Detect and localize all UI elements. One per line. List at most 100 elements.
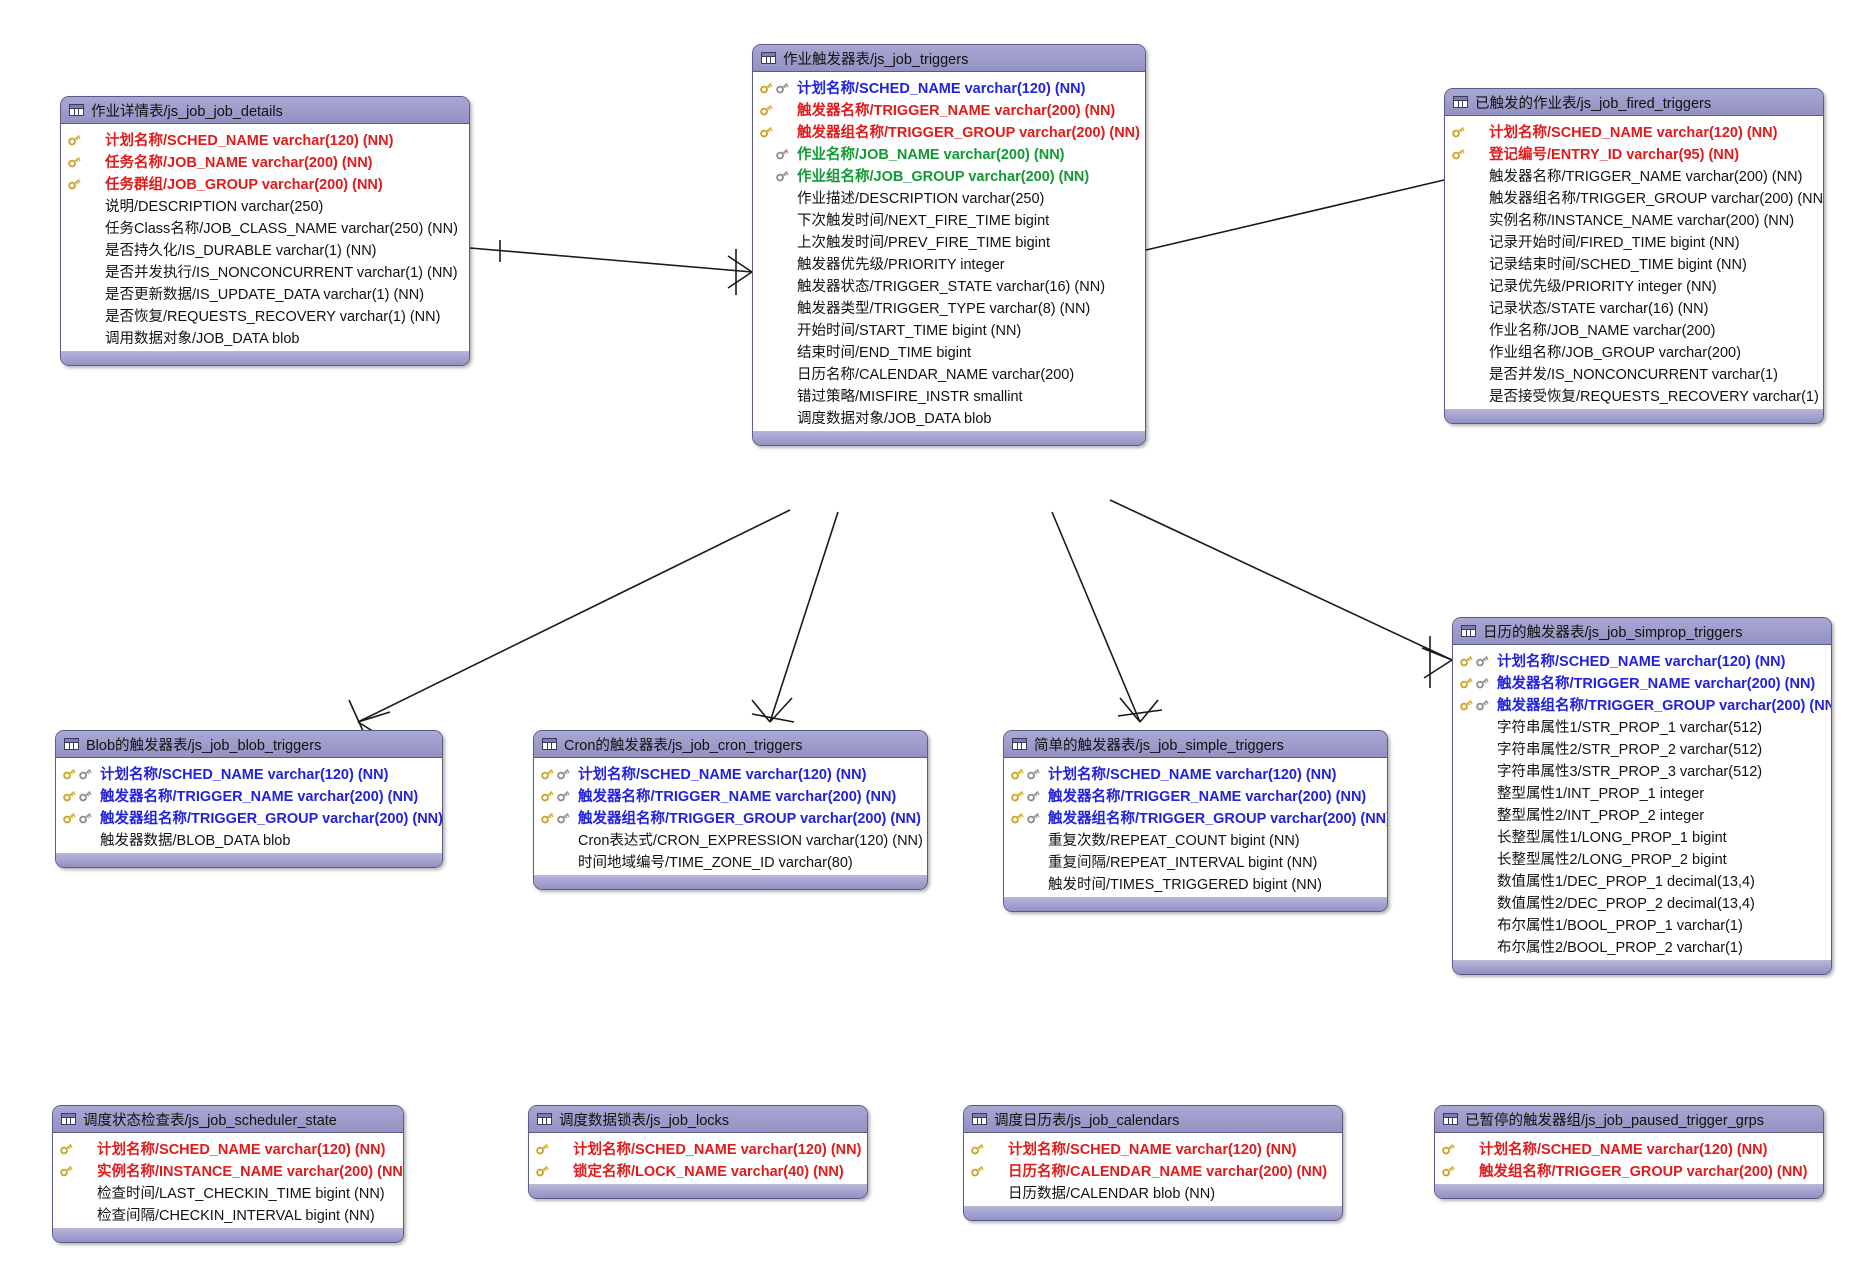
field-row[interactable]: 触发器名称/TRIGGER_NAME varchar(200) (NN): [753, 98, 1145, 120]
entity-header-simple_triggers[interactable]: 简单的触发器表/js_job_simple_triggers: [1004, 731, 1387, 758]
field-row[interactable]: 检查间隔/CHECKIN_INTERVAL bigint (NN): [53, 1203, 403, 1225]
field-row[interactable]: 错过策略/MISFIRE_INSTR smallint: [753, 384, 1145, 406]
field-row[interactable]: 整型属性2/INT_PROP_2 integer: [1453, 803, 1831, 825]
field-row[interactable]: 触发时间/TIMES_TRIGGERED bigint (NN): [1004, 872, 1387, 894]
field-row[interactable]: 计划名称/SCHED_NAME varchar(120) (NN): [1004, 762, 1387, 784]
field-row[interactable]: 计划名称/SCHED_NAME varchar(120) (NN): [753, 76, 1145, 98]
entity-header-triggers[interactable]: 作业触发器表/js_job_triggers: [753, 45, 1145, 72]
entity-header-blob_triggers[interactable]: Blob的触发器表/js_job_blob_triggers: [56, 731, 442, 758]
field-row[interactable]: 是否并发执行/IS_NONCONCURRENT varchar(1) (NN): [61, 260, 469, 282]
field-row[interactable]: 触发器组名称/TRIGGER_GROUP varchar(200) (NN): [1453, 693, 1831, 715]
field-row[interactable]: 记录状态/STATE varchar(16) (NN): [1445, 296, 1823, 318]
field-row[interactable]: 触发器名称/TRIGGER_NAME varchar(200) (NN): [1445, 164, 1823, 186]
field-row[interactable]: 重复间隔/REPEAT_INTERVAL bigint (NN): [1004, 850, 1387, 872]
field-row[interactable]: 触发组名称/TRIGGER_GROUP varchar(200) (NN): [1435, 1159, 1823, 1181]
field-row[interactable]: 日历数据/CALENDAR blob (NN): [964, 1181, 1342, 1203]
field-row[interactable]: 整型属性1/INT_PROP_1 integer: [1453, 781, 1831, 803]
field-row[interactable]: 触发器类型/TRIGGER_TYPE varchar(8) (NN): [753, 296, 1145, 318]
field-row[interactable]: 作业名称/JOB_NAME varchar(200) (NN): [753, 142, 1145, 164]
field-row[interactable]: 记录优先级/PRIORITY integer (NN): [1445, 274, 1823, 296]
field-row[interactable]: 记录结束时间/SCHED_TIME bigint (NN): [1445, 252, 1823, 274]
field-row[interactable]: 作业名称/JOB_NAME varchar(200): [1445, 318, 1823, 340]
field-row[interactable]: 结束时间/END_TIME bigint: [753, 340, 1145, 362]
field-row[interactable]: 触发器组名称/TRIGGER_GROUP varchar(200) (NN): [56, 806, 442, 828]
field-row[interactable]: 是否并发/IS_NONCONCURRENT varchar(1): [1445, 362, 1823, 384]
field-row[interactable]: 触发器组名称/TRIGGER_GROUP varchar(200) (NN): [1445, 186, 1823, 208]
field-row[interactable]: 是否恢复/REQUESTS_RECOVERY varchar(1) (NN): [61, 304, 469, 326]
field-row[interactable]: 布尔属性2/BOOL_PROP_2 varchar(1): [1453, 935, 1831, 957]
entity-scheduler_state[interactable]: 调度状态检查表/js_job_scheduler_state 计划名称/SCHED…: [52, 1105, 404, 1243]
entity-header-job_details[interactable]: 作业详情表/js_job_job_details: [61, 97, 469, 124]
field-row[interactable]: 是否持久化/IS_DURABLE varchar(1) (NN): [61, 238, 469, 260]
field-row[interactable]: 实例名称/INSTANCE_NAME varchar(200) (NN): [53, 1159, 403, 1181]
field-row[interactable]: 计划名称/SCHED_NAME varchar(120) (NN): [1453, 649, 1831, 671]
entity-header-scheduler_state[interactable]: 调度状态检查表/js_job_scheduler_state: [53, 1106, 403, 1133]
field-row[interactable]: 计划名称/SCHED_NAME varchar(120) (NN): [61, 128, 469, 150]
field-row[interactable]: 任务名称/JOB_NAME varchar(200) (NN): [61, 150, 469, 172]
field-row[interactable]: 是否更新数据/IS_UPDATE_DATA varchar(1) (NN): [61, 282, 469, 304]
field-row[interactable]: 调用数据对象/JOB_DATA blob: [61, 326, 469, 348]
entity-fired_triggers[interactable]: 已触发的作业表/js_job_fired_triggers 计划名称/SCHED_…: [1444, 88, 1824, 424]
field-row[interactable]: 锁定名称/LOCK_NAME varchar(40) (NN): [529, 1159, 867, 1181]
field-row[interactable]: 数值属性2/DEC_PROP_2 decimal(13,4): [1453, 891, 1831, 913]
field-row[interactable]: 计划名称/SCHED_NAME varchar(120) (NN): [53, 1137, 403, 1159]
field-row[interactable]: 检查时间/LAST_CHECKIN_TIME bigint (NN): [53, 1181, 403, 1203]
field-row[interactable]: 登记编号/ENTRY_ID varchar(95) (NN): [1445, 142, 1823, 164]
field-row[interactable]: 任务群组/JOB_GROUP varchar(200) (NN): [61, 172, 469, 194]
field-row[interactable]: 作业组名称/JOB_GROUP varchar(200) (NN): [753, 164, 1145, 186]
entity-triggers[interactable]: 作业触发器表/js_job_triggers 计划名称/SCHED_NAME va…: [752, 44, 1146, 446]
field-row[interactable]: 触发器名称/TRIGGER_NAME varchar(200) (NN): [56, 784, 442, 806]
entity-blob_triggers[interactable]: Blob的触发器表/js_job_blob_triggers 计划名称/SCHED…: [55, 730, 443, 868]
field-row[interactable]: 字符串属性1/STR_PROP_1 varchar(512): [1453, 715, 1831, 737]
field-row[interactable]: Cron表达式/CRON_EXPRESSION varchar(120) (NN…: [534, 828, 927, 850]
field-row[interactable]: 触发器名称/TRIGGER_NAME varchar(200) (NN): [1453, 671, 1831, 693]
field-row[interactable]: 下次触发时间/NEXT_FIRE_TIME bigint: [753, 208, 1145, 230]
field-row[interactable]: 触发器状态/TRIGGER_STATE varchar(16) (NN): [753, 274, 1145, 296]
field-row[interactable]: 触发器名称/TRIGGER_NAME varchar(200) (NN): [1004, 784, 1387, 806]
field-row[interactable]: 计划名称/SCHED_NAME varchar(120) (NN): [1445, 120, 1823, 142]
field-row[interactable]: 计划名称/SCHED_NAME varchar(120) (NN): [529, 1137, 867, 1159]
field-row[interactable]: 计划名称/SCHED_NAME varchar(120) (NN): [1435, 1137, 1823, 1159]
field-row[interactable]: 作业组名称/JOB_GROUP varchar(200): [1445, 340, 1823, 362]
field-row[interactable]: 时间地域编号/TIME_ZONE_ID varchar(80): [534, 850, 927, 872]
entity-job_details[interactable]: 作业详情表/js_job_job_details 计划名称/SCHED_NAME …: [60, 96, 470, 366]
entity-header-paused_trigger_grps[interactable]: 已暂停的触发器组/js_job_paused_trigger_grps: [1435, 1106, 1823, 1133]
entity-header-simprop_triggers[interactable]: 日历的触发器表/js_job_simprop_triggers: [1453, 618, 1831, 645]
field-row[interactable]: 数值属性1/DEC_PROP_1 decimal(13,4): [1453, 869, 1831, 891]
field-row[interactable]: 触发器名称/TRIGGER_NAME varchar(200) (NN): [534, 784, 927, 806]
entity-header-locks[interactable]: 调度数据锁表/js_job_locks: [529, 1106, 867, 1133]
field-row[interactable]: 实例名称/INSTANCE_NAME varchar(200) (NN): [1445, 208, 1823, 230]
field-row[interactable]: 开始时间/START_TIME bigint (NN): [753, 318, 1145, 340]
field-row[interactable]: 记录开始时间/FIRED_TIME bigint (NN): [1445, 230, 1823, 252]
field-row[interactable]: 长整型属性1/LONG_PROP_1 bigint: [1453, 825, 1831, 847]
field-row[interactable]: 作业描述/DESCRIPTION varchar(250): [753, 186, 1145, 208]
entity-paused_trigger_grps[interactable]: 已暂停的触发器组/js_job_paused_trigger_grps 计划名称/…: [1434, 1105, 1824, 1199]
field-row[interactable]: 日历名称/CALENDAR_NAME varchar(200) (NN): [964, 1159, 1342, 1181]
field-row[interactable]: 长整型属性2/LONG_PROP_2 bigint: [1453, 847, 1831, 869]
field-row[interactable]: 日历名称/CALENDAR_NAME varchar(200): [753, 362, 1145, 384]
field-row[interactable]: 上次触发时间/PREV_FIRE_TIME bigint: [753, 230, 1145, 252]
field-row[interactable]: 触发器组名称/TRIGGER_GROUP varchar(200) (NN): [1004, 806, 1387, 828]
entity-simprop_triggers[interactable]: 日历的触发器表/js_job_simprop_triggers 计划名称/SCHE…: [1452, 617, 1832, 975]
field-row[interactable]: 字符串属性2/STR_PROP_2 varchar(512): [1453, 737, 1831, 759]
field-row[interactable]: 说明/DESCRIPTION varchar(250): [61, 194, 469, 216]
field-row[interactable]: 触发器数据/BLOB_DATA blob: [56, 828, 442, 850]
field-row[interactable]: 触发器组名称/TRIGGER_GROUP varchar(200) (NN): [534, 806, 927, 828]
field-row[interactable]: 调度数据对象/JOB_DATA blob: [753, 406, 1145, 428]
field-row[interactable]: 计划名称/SCHED_NAME varchar(120) (NN): [534, 762, 927, 784]
field-row[interactable]: 触发器优先级/PRIORITY integer: [753, 252, 1145, 274]
field-row[interactable]: 任务Class名称/JOB_CLASS_NAME varchar(250) (N…: [61, 216, 469, 238]
field-row[interactable]: 布尔属性1/BOOL_PROP_1 varchar(1): [1453, 913, 1831, 935]
entity-calendars[interactable]: 调度日历表/js_job_calendars 计划名称/SCHED_NAME va…: [963, 1105, 1343, 1221]
field-row[interactable]: 计划名称/SCHED_NAME varchar(120) (NN): [964, 1137, 1342, 1159]
entity-cron_triggers[interactable]: Cron的触发器表/js_job_cron_triggers 计划名称/SCHED…: [533, 730, 928, 890]
field-row[interactable]: 计划名称/SCHED_NAME varchar(120) (NN): [56, 762, 442, 784]
entity-header-fired_triggers[interactable]: 已触发的作业表/js_job_fired_triggers: [1445, 89, 1823, 116]
entity-header-calendars[interactable]: 调度日历表/js_job_calendars: [964, 1106, 1342, 1133]
entity-locks[interactable]: 调度数据锁表/js_job_locks 计划名称/SCHED_NAME varch…: [528, 1105, 868, 1199]
field-row[interactable]: 是否接受恢复/REQUESTS_RECOVERY varchar(1): [1445, 384, 1823, 406]
field-row[interactable]: 触发器组名称/TRIGGER_GROUP varchar(200) (NN): [753, 120, 1145, 142]
field-row[interactable]: 重复次数/REPEAT_COUNT bigint (NN): [1004, 828, 1387, 850]
entity-header-cron_triggers[interactable]: Cron的触发器表/js_job_cron_triggers: [534, 731, 927, 758]
entity-simple_triggers[interactable]: 简单的触发器表/js_job_simple_triggers 计划名称/SCHED…: [1003, 730, 1388, 912]
